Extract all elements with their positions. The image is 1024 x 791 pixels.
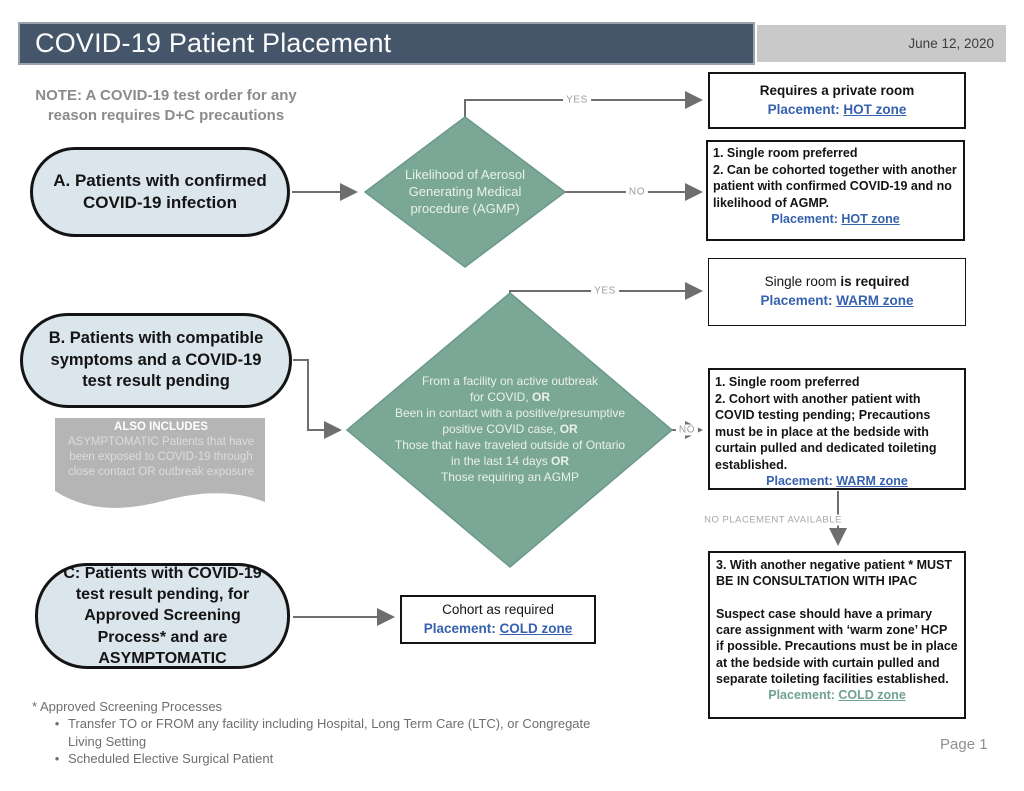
warm-zone-link[interactable]: WARM zone xyxy=(836,293,914,308)
diamond2-line: Been in contact with a positive/presumpt… xyxy=(394,406,626,421)
footnote-list: • Transfer TO or FROM any facility inclu… xyxy=(46,715,606,768)
result-cold-cohort: Cohort as required Placement: COLD zone xyxy=(400,595,596,644)
placement-line: Placement: WARM zone xyxy=(760,293,914,308)
node-b-symptoms-pending: B. Patients with compatible symptoms and… xyxy=(20,313,292,408)
warm-zone-link[interactable]: WARM zone xyxy=(836,474,908,488)
date-label: June 12, 2020 xyxy=(908,36,994,51)
hot-zone-link[interactable]: HOT zone xyxy=(841,212,900,226)
bullet-icon: • xyxy=(54,751,60,767)
placement-line: Placement: WARM zone xyxy=(766,474,908,488)
title-bar: COVID-19 Patient Placement xyxy=(18,22,755,65)
footnote-item: • Transfer TO or FROM any facility inclu… xyxy=(46,715,606,750)
footnote-item: • Scheduled Elective Surgical Patient xyxy=(46,750,606,768)
result-cold-consultation: 3. With another negative patient * MUST … xyxy=(708,551,966,719)
placement-line: Placement: COLD zone xyxy=(423,620,573,636)
result-body: Requires a private room xyxy=(759,83,915,99)
diamond2-text: From a facility on active outbreak for C… xyxy=(358,373,662,486)
node-a-label: A. Patients with confirmed COVID-19 infe… xyxy=(53,170,267,212)
page-number: Page 1 xyxy=(940,736,988,753)
also-includes-wave-shape xyxy=(55,418,265,508)
node-c-asymptomatic-pending: C: Patients with COVID-19 test result pe… xyxy=(35,563,290,669)
result-body: 3. With another negative patient * MUST … xyxy=(716,558,958,686)
diamond1-shape xyxy=(363,116,567,268)
diamond2-line: From a facility on active outbreak xyxy=(421,374,599,388)
result-warm-single-room: Single room is required Placement: WARM … xyxy=(708,258,966,326)
hot-zone-link[interactable]: HOT zone xyxy=(843,101,907,117)
node-a-confirmed-covid: A. Patients with confirmed COVID-19 infe… xyxy=(30,147,290,237)
result-body: Single room is required xyxy=(764,274,910,290)
label-yes-1: YES xyxy=(563,94,591,106)
also-includes-title: ALSO INCLUDES xyxy=(114,421,208,433)
label-yes-2: YES xyxy=(591,285,619,297)
result-body: 1. Single room preferred 2. Can be cohor… xyxy=(713,146,957,210)
label-no-placement: NO PLACEMENT AVAILABLE xyxy=(701,514,845,526)
page-title: COVID-19 Patient Placement xyxy=(35,28,392,58)
node-c-label: C: Patients with COVID-19 test result pe… xyxy=(63,565,262,667)
diamond1-text: Likelihood of Aerosol Generating Medical… xyxy=(405,167,525,216)
diamond2-line: in the last 14 days OR xyxy=(450,454,570,469)
note-text: NOTE: A COVID-19 test order for any reas… xyxy=(35,87,297,125)
diamond2-line: Those requiring an AGMP xyxy=(440,470,580,485)
diamond2-line: positive COVID case, OR xyxy=(442,422,578,437)
placement-line: Placement: HOT zone xyxy=(771,212,900,226)
result-body: 1. Single room preferred 2. Cohort with … xyxy=(715,375,937,472)
placement-line: Placement: HOT zone xyxy=(767,101,907,117)
diamond2-line: for COVID, OR xyxy=(469,390,550,405)
arrow-diamond1-yes xyxy=(464,91,703,118)
cold-zone-link[interactable]: COLD zone xyxy=(838,688,906,702)
bullet-icon: • xyxy=(54,716,60,731)
cold-zone-link[interactable]: COLD zone xyxy=(499,620,573,636)
label-no-2: NO xyxy=(675,424,699,436)
arrow-b-to-diamond2 xyxy=(293,359,342,439)
placement-line: Placement: COLD zone xyxy=(768,688,906,702)
result-hot-private-room: Requires a private room Placement: HOT z… xyxy=(708,72,966,129)
result-warm-cohort: 1. Single room preferred 2. Cohort with … xyxy=(708,368,966,490)
node-b-label: B. Patients with compatible symptoms and… xyxy=(48,328,264,391)
also-includes-body: ASYMPTOMATIC Patients that have been exp… xyxy=(67,436,255,478)
diamond2-line: Those that have traveled outside of Onta… xyxy=(394,438,626,453)
diamond2-shape xyxy=(345,292,674,568)
footnote-title: * Approved Screening Processes xyxy=(32,699,223,714)
result-hot-cohort: 1. Single room preferred 2. Can be cohor… xyxy=(706,140,965,241)
date-strip: June 12, 2020 xyxy=(757,25,1006,62)
label-no-1: NO xyxy=(625,186,649,198)
result-body: Cohort as required xyxy=(442,602,554,618)
